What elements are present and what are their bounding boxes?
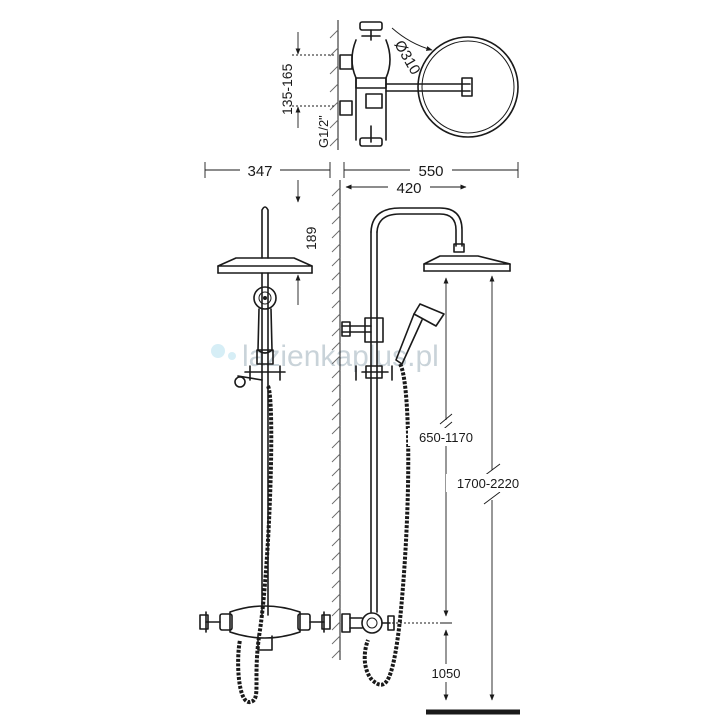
wall-hatch-mark bbox=[331, 565, 341, 575]
top-wall-bracket-lower bbox=[339, 100, 353, 116]
top-cross-handle-lower bbox=[359, 125, 383, 147]
top-wall-bracket-upper bbox=[339, 54, 353, 70]
front-hose bbox=[236, 385, 274, 704]
wall-hatch-mark bbox=[331, 467, 341, 477]
front-top-tube bbox=[261, 206, 269, 259]
side-slider bbox=[364, 317, 384, 343]
wall-hatch-mark bbox=[331, 397, 341, 407]
mixer-height-label: 1050 bbox=[432, 666, 461, 681]
front-diverter-handle bbox=[234, 365, 286, 388]
wall-hatch-mark bbox=[331, 621, 341, 631]
wall-hatch-mark bbox=[331, 523, 341, 533]
wall-hatch-mark bbox=[331, 495, 341, 505]
height-dimensions: 650-1170 1700-2220 1050 bbox=[408, 275, 530, 715]
depth-label: 347 bbox=[247, 163, 272, 180]
wall-hatch-mark bbox=[331, 537, 341, 547]
wall-hatch-mark bbox=[331, 481, 341, 491]
wall-hatch-mark bbox=[331, 411, 341, 421]
total-width-label: 550 bbox=[418, 163, 443, 180]
wall-hatch-mark bbox=[331, 355, 341, 365]
wall-hatch-mark bbox=[331, 229, 341, 239]
wall-hatch-mark bbox=[331, 369, 341, 379]
side-arm-nut bbox=[453, 243, 465, 253]
front-hand-holder bbox=[256, 349, 274, 365]
wall-hatch-mark bbox=[331, 439, 341, 449]
top-rain-head-outer bbox=[417, 36, 519, 138]
wall-hatch-mark bbox=[331, 215, 341, 225]
top-outlet-knob bbox=[365, 93, 383, 109]
bar-range-label: 650-1170 bbox=[419, 430, 473, 445]
top-diameter-leader bbox=[391, 27, 433, 51]
spacing-label: 135-165 bbox=[279, 63, 295, 115]
wall-hatch-mark bbox=[331, 243, 341, 253]
top-view: Ø310 135-165 G1/2" bbox=[279, 20, 519, 150]
wall-hatch-mark bbox=[331, 635, 341, 645]
top-mixer-body bbox=[351, 39, 391, 141]
side-arm-outer bbox=[370, 207, 463, 247]
wall-hatch-mark bbox=[331, 187, 341, 197]
front-rain-head bbox=[217, 257, 313, 267]
diameter-label: Ø310 bbox=[391, 38, 424, 78]
wall-hatch-mark bbox=[331, 271, 341, 281]
front-view: 189 bbox=[199, 180, 331, 704]
side-mixer bbox=[341, 612, 395, 634]
thread-label: G1/2" bbox=[316, 115, 331, 148]
wall-hatch-mark bbox=[331, 579, 341, 589]
side-wall-hatch bbox=[331, 187, 341, 659]
side-view bbox=[331, 180, 511, 687]
wall-hatch-mark bbox=[331, 649, 341, 659]
wall-hatch-mark bbox=[331, 509, 341, 519]
top-rain-head-inner bbox=[421, 40, 515, 134]
wall-hatch-mark bbox=[331, 383, 341, 393]
hand-height-label: 189 bbox=[303, 226, 319, 250]
side-hand-shower-handle bbox=[395, 313, 423, 365]
total-height-label: 1700-2220 bbox=[457, 476, 519, 491]
wall-hatch-mark bbox=[331, 299, 341, 309]
top-mixer-collar bbox=[355, 77, 387, 89]
width-dimensions: 347 550 420 bbox=[204, 160, 519, 197]
side-hand-shower-head bbox=[413, 303, 445, 327]
top-arm-joint bbox=[461, 77, 473, 97]
arm-reach-label: 420 bbox=[396, 180, 421, 197]
front-hand-shower-face bbox=[253, 286, 277, 310]
wall-hatch-mark bbox=[331, 341, 341, 351]
side-diverter bbox=[355, 365, 393, 381]
wall-hatch-mark bbox=[331, 327, 341, 337]
wall-hatch-mark bbox=[331, 607, 341, 617]
wall-hatch-mark bbox=[331, 593, 341, 603]
side-rain-head bbox=[423, 255, 511, 265]
top-cross-handle-upper bbox=[359, 21, 383, 41]
side-arm-inner bbox=[376, 213, 457, 247]
top-wall-hatch bbox=[329, 29, 339, 147]
side-hose bbox=[362, 362, 411, 687]
front-mixer bbox=[199, 605, 331, 651]
wall-hatch-mark bbox=[331, 453, 341, 463]
wall-hatch-mark bbox=[331, 257, 341, 267]
wall-hatch-mark bbox=[331, 201, 341, 211]
wall-hatch-mark bbox=[331, 285, 341, 295]
wall-hatch-mark bbox=[331, 551, 341, 561]
wall-hatch-mark bbox=[331, 313, 341, 323]
wall-hatch-mark bbox=[331, 425, 341, 435]
